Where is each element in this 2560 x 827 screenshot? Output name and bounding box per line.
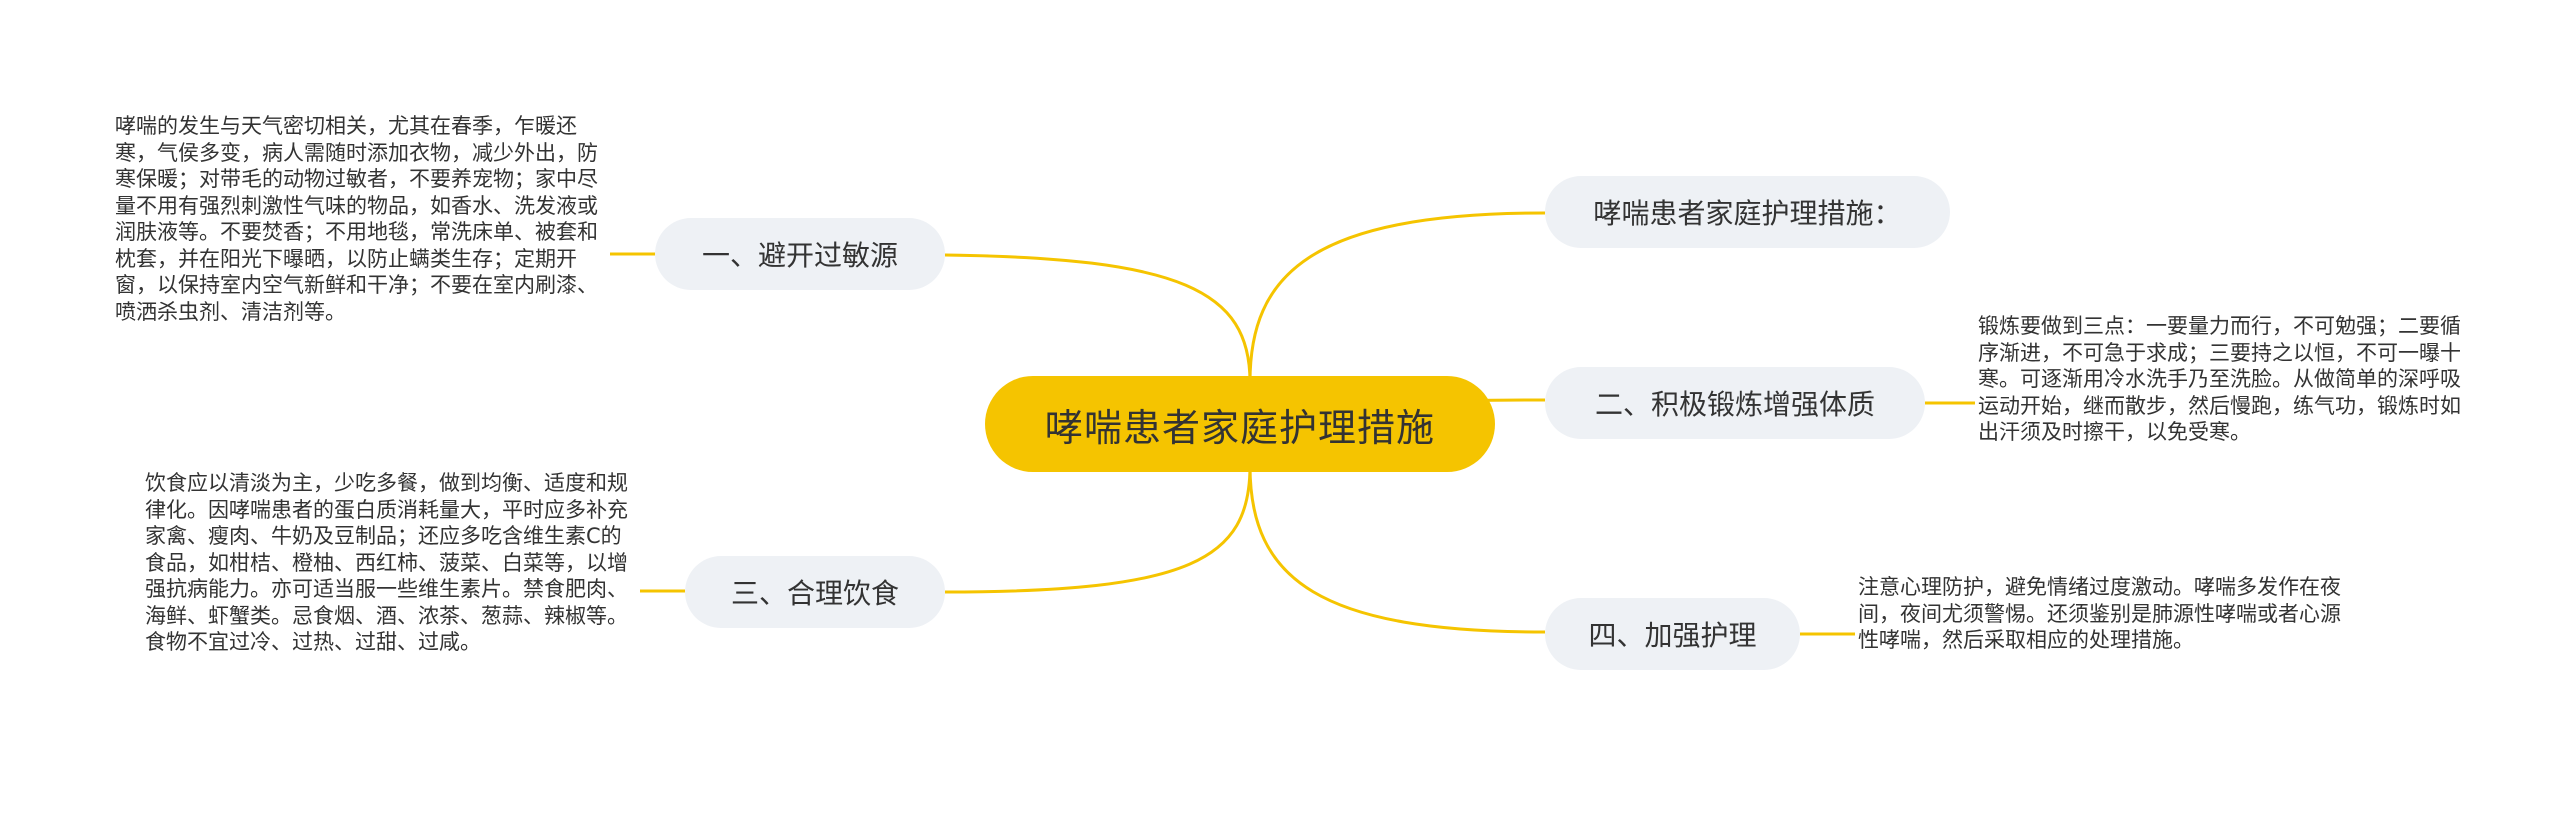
branch-allergen-label: 一、避开过敏源 — [701, 239, 898, 272]
branch-intro[interactable]: 哮喘患者家庭护理措施： — [1545, 176, 1950, 248]
branch-care-note: 注意心理防护，避免情绪过度激动。哮喘多发作在夜间，夜间尤须警惕。还须鉴别是肺源性… — [1858, 575, 2341, 652]
connector-center-b4 — [944, 253, 1252, 383]
branch-exercise[interactable]: 二、积极锻炼增强体质 — [1545, 367, 1925, 439]
branch-diet-label: 三、合理饮食 — [730, 577, 899, 610]
branch-allergen[interactable]: 一、避开过敏源 — [655, 218, 945, 290]
connector-center-b3 — [1248, 465, 1546, 634]
branch-diet-note: 饮食应以清淡为主，少吃多餐，做到均衡、适度和规律化。因哮喘患者的蛋白质消耗量大，… — [145, 471, 628, 654]
branch-allergen-note: 哮喘的发生与天气密切相关，尤其在春季，乍暖还寒，气侯多变，病人需随时添加衣物，减… — [115, 114, 598, 324]
branch-intro-label: 哮喘患者家庭护理措施： — [1593, 197, 1902, 230]
connector-center-b1 — [1248, 211, 1546, 383]
branch-care[interactable]: 四、加强护理 — [1545, 598, 1800, 670]
branch-exercise-label: 二、积极锻炼增强体质 — [1594, 388, 1875, 421]
center-topic-label: 哮喘患者家庭护理措施 — [1044, 405, 1435, 450]
connector-center-b5 — [944, 465, 1252, 594]
branch-care-label: 四、加强护理 — [1588, 619, 1757, 652]
center-topic[interactable]: 哮喘患者家庭护理措施 — [985, 376, 1495, 472]
branch-diet[interactable]: 三、合理饮食 — [685, 556, 945, 628]
branch-exercise-note: 锻炼要做到三点：一要量力而行，不可勉强；二要循序渐进，不可急于求成；三要持之以恒… — [1978, 314, 2461, 444]
